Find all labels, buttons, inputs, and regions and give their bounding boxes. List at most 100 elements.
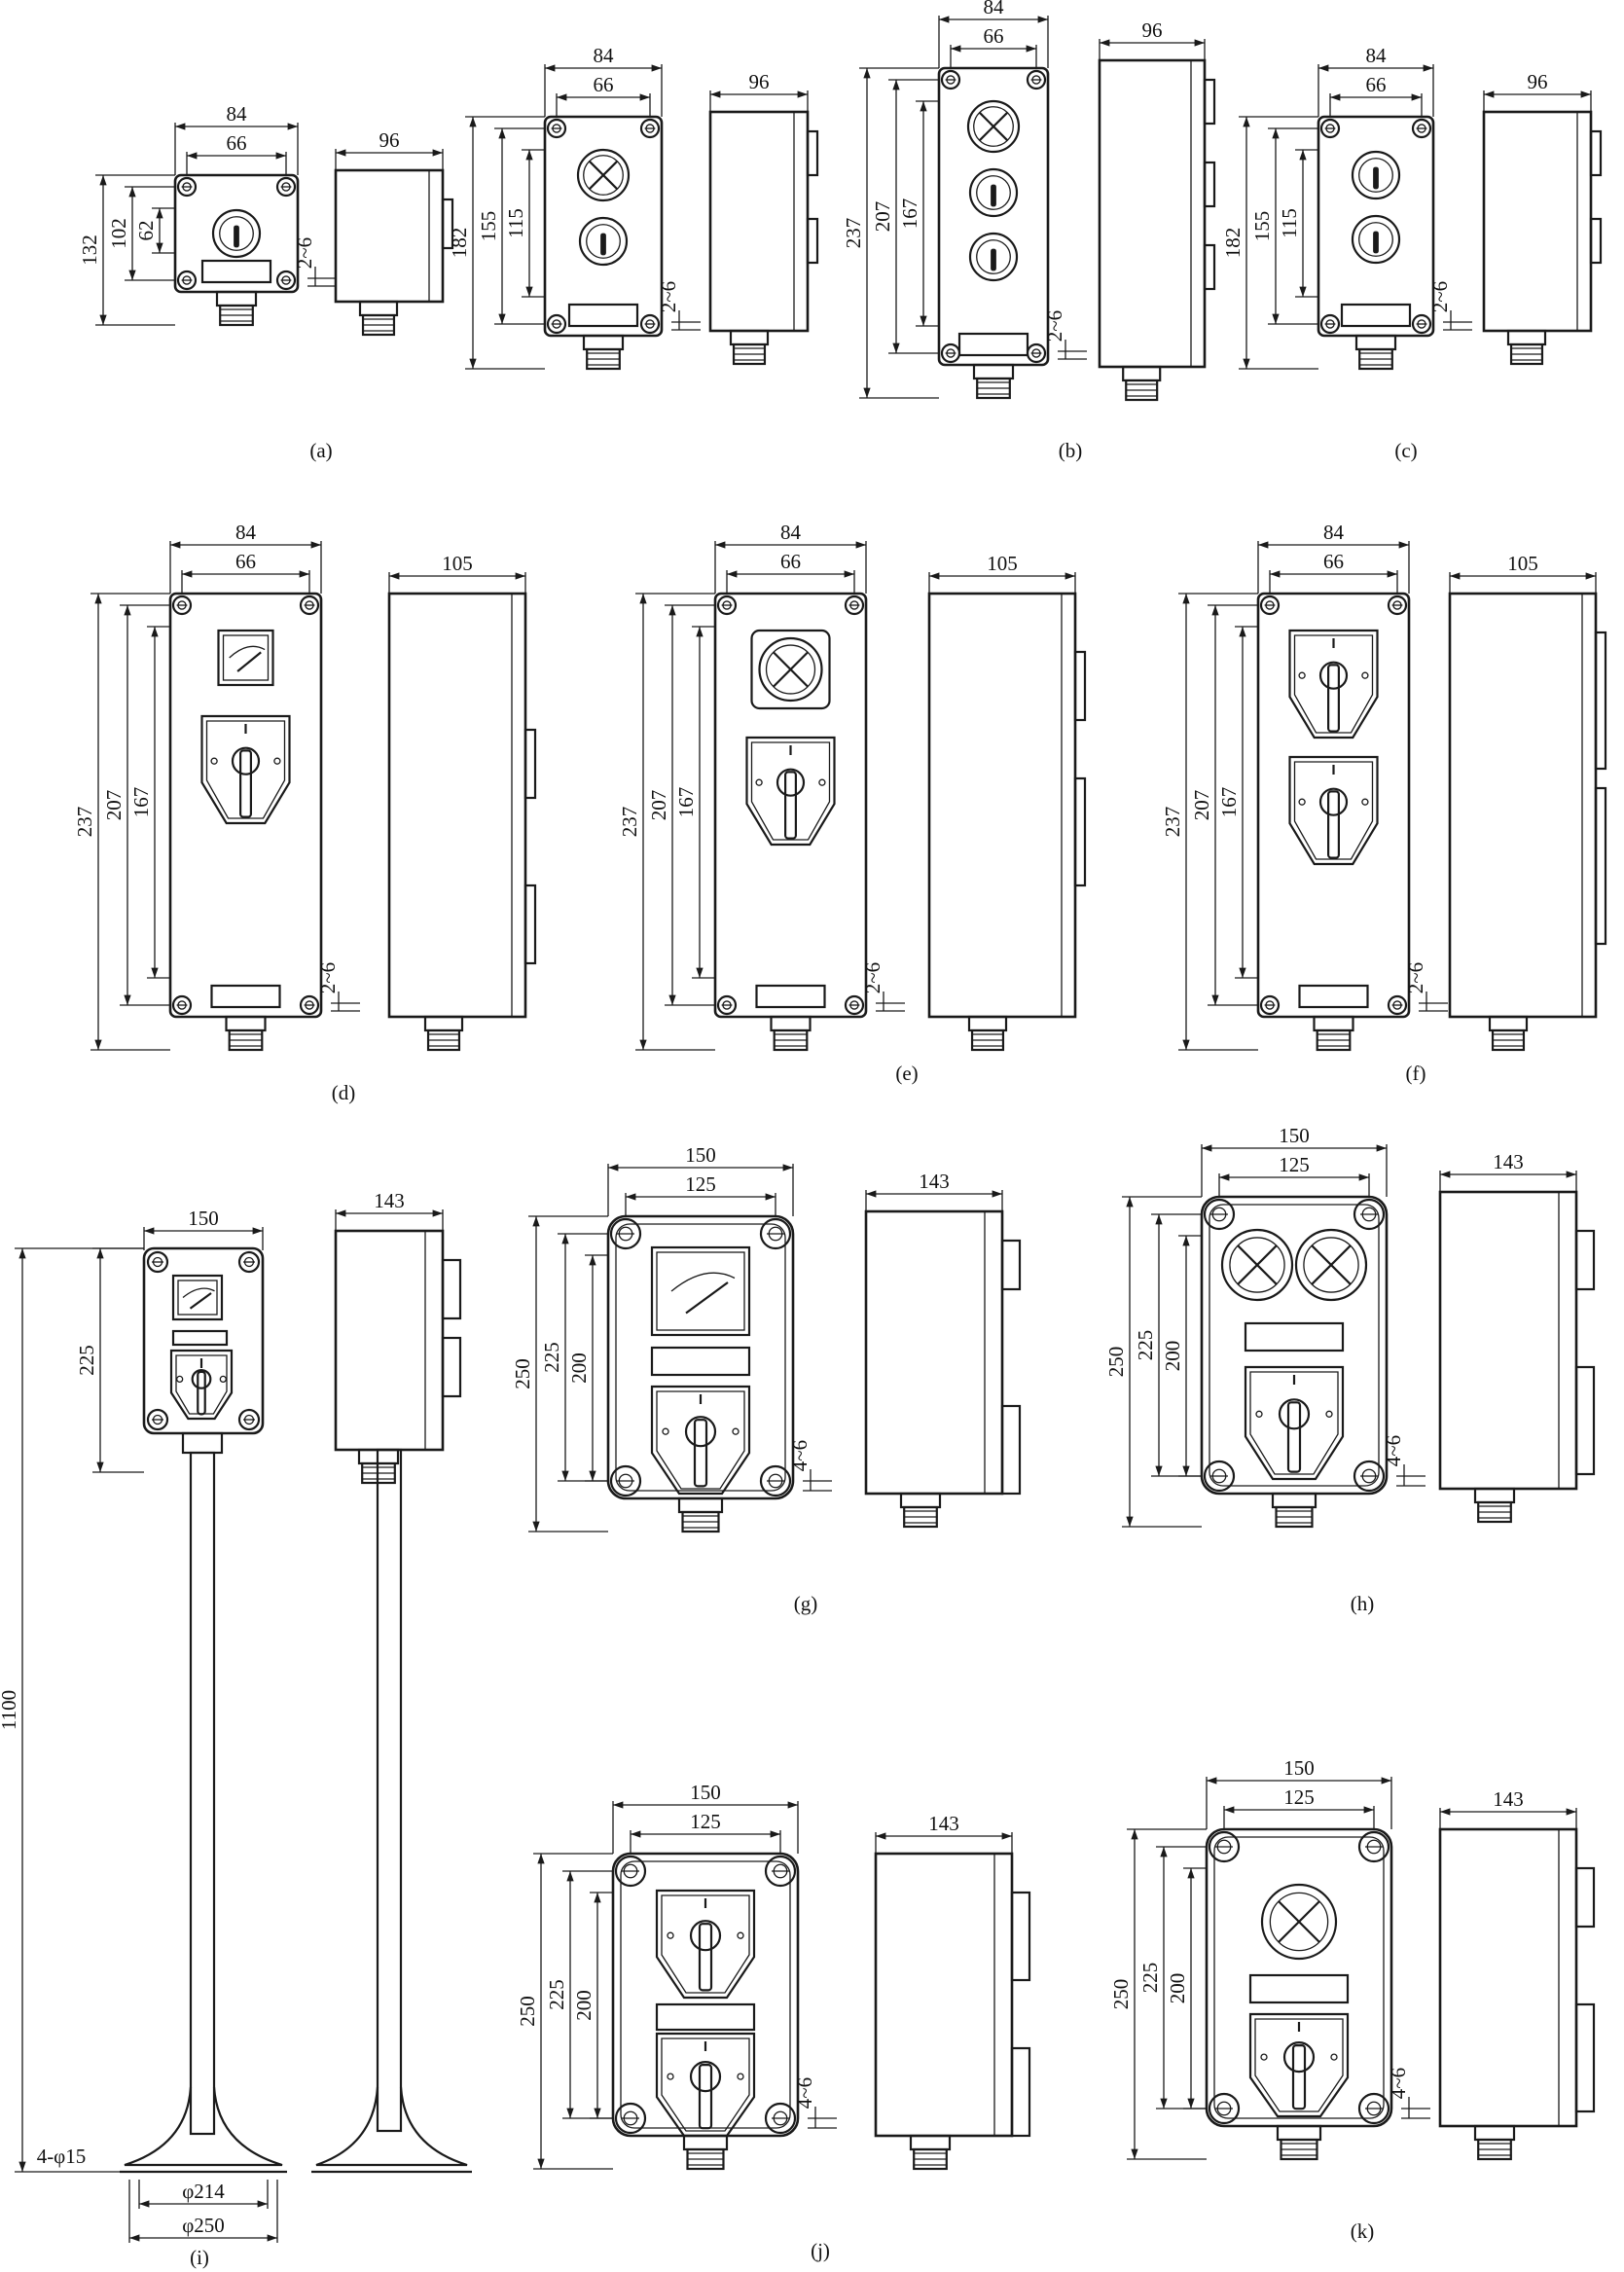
knob-ring — [586, 224, 621, 259]
meter-needle — [685, 1281, 729, 1315]
dimension-label: 207 — [647, 790, 670, 821]
side-protrusion — [1589, 217, 1603, 265]
mounting-screw — [275, 270, 297, 291]
dimension-label: 105 — [1507, 552, 1538, 575]
pedestal-pole — [376, 1448, 403, 2133]
switch-pin — [210, 757, 218, 765]
gland-nut — [677, 1497, 724, 1514]
switch-plate — [169, 1349, 234, 1421]
mounting-screw — [609, 1464, 642, 1497]
nameplate — [567, 303, 639, 328]
horizontal-dimension: 125 — [1223, 1785, 1375, 1829]
mounting-screw — [639, 118, 661, 139]
switch-plate — [655, 1889, 756, 2000]
side-protrusion — [1073, 650, 1087, 722]
figure-caption: (i) — [190, 2246, 209, 2269]
lamp-lens — [973, 106, 1014, 147]
vertical-dimension: 250 — [516, 1853, 613, 2170]
rotary-knob — [968, 232, 1019, 282]
figure-caption: (h) — [1351, 1592, 1375, 1615]
switch-hub — [689, 2061, 722, 2093]
enclosure-side — [334, 1229, 445, 1452]
enclosure-front — [1205, 1827, 1393, 2128]
dimension-label: 207 — [1190, 790, 1213, 821]
mounting-screw — [171, 994, 193, 1016]
lamp-lens — [583, 155, 624, 196]
switch-hub — [191, 1368, 212, 1389]
mounting-screw — [176, 270, 198, 291]
gland-nut — [1276, 2124, 1322, 2142]
switch-pin — [1260, 2053, 1268, 2061]
dimension-label: 84 — [984, 0, 1005, 18]
lamp-cross — [1237, 1244, 1278, 1285]
vertical-dimension: 237 — [1161, 593, 1258, 1051]
switch-plate-inner — [1254, 2018, 1344, 2112]
dimension-label: 125 — [685, 1172, 716, 1196]
meter-face — [656, 1251, 745, 1331]
switch-plate — [200, 714, 291, 825]
dimension-label: 84 — [1323, 521, 1345, 544]
nameplate — [755, 984, 826, 1009]
mounting-screw — [1319, 313, 1341, 335]
nameplate — [1298, 984, 1369, 1009]
knob-bezel — [1351, 214, 1401, 265]
dimension-label: 225 — [1138, 1963, 1162, 1994]
side-protrusion — [1574, 1229, 1596, 1291]
cable-gland — [1313, 1015, 1354, 1052]
side-protrusion — [441, 1336, 462, 1398]
dimension-label: 237 — [842, 218, 865, 249]
rotary-knob — [1351, 214, 1401, 265]
cable-gland — [1122, 365, 1162, 402]
dimension-label: 150 — [188, 1207, 219, 1230]
switch-plate-inner — [1293, 761, 1374, 860]
meter-scale — [229, 645, 266, 659]
cable-gland — [770, 1015, 812, 1052]
screw-head — [546, 313, 567, 335]
switch-plate — [1244, 1365, 1345, 1481]
mounting-screw — [1319, 118, 1341, 139]
knob-handle — [991, 184, 996, 207]
side-protrusion — [1073, 776, 1087, 887]
dimension-label: 66 — [984, 24, 1004, 48]
dimension-label: 143 — [928, 1812, 959, 1835]
screw-head — [764, 1855, 797, 1888]
side-protrusion — [441, 198, 454, 250]
horizontal-dimension: 66 — [726, 550, 855, 594]
horizontal-dimension: 66 — [556, 73, 651, 117]
horizontal-dimension: 143 — [875, 1812, 1013, 1856]
switch-pin — [737, 2073, 744, 2080]
vertical-dimension: 250 — [511, 1215, 608, 1533]
enclosure-side — [874, 1852, 1014, 2138]
lamp-cross — [773, 651, 809, 688]
enclosure-side — [1448, 592, 1598, 1019]
side-protrusion — [1203, 78, 1216, 126]
dimension-label: 155 — [477, 211, 500, 242]
side-protrusion — [1594, 786, 1607, 946]
horizontal-dimension: 96 — [709, 70, 809, 114]
dimension-label: 84 — [227, 102, 248, 126]
screw-head — [716, 595, 738, 616]
side-view-c: 96 — [1482, 70, 1603, 366]
side-protrusion — [1010, 2046, 1031, 2138]
horizontal-dimension: 84 — [714, 521, 867, 594]
dimension-label: 237 — [618, 807, 641, 838]
switch-plate-inner — [205, 720, 286, 819]
enclosure-rim — [1209, 1204, 1380, 1487]
screw-head — [1203, 1198, 1236, 1231]
enclosure-front — [713, 592, 868, 1019]
gap-label: 2~6 — [316, 962, 340, 993]
knob-bezel — [211, 208, 262, 259]
dimension-label: 84 — [1366, 44, 1388, 67]
switch-plate — [1248, 2012, 1350, 2118]
cable-gland — [423, 1015, 464, 1052]
mounting-screw — [237, 1250, 261, 1274]
gap-label: 2~6 — [1043, 310, 1066, 342]
screw-head — [1387, 994, 1408, 1016]
mounting-screw — [171, 595, 193, 616]
lamp-lens — [1269, 1892, 1329, 1952]
nameplate — [210, 984, 281, 1009]
horizontal-dimension: 143 — [865, 1170, 1003, 1213]
